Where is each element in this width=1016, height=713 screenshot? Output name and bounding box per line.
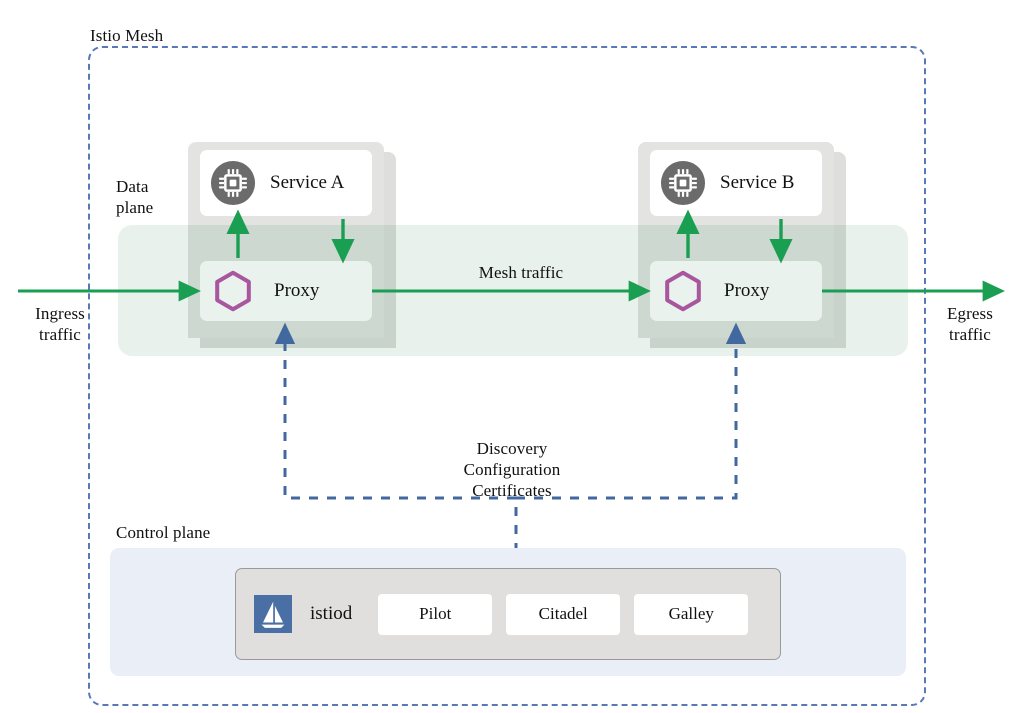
istiod-component-galley[interactable]: Galley xyxy=(634,593,749,635)
egress-traffic-label: Egress traffic xyxy=(947,304,993,344)
ingress-traffic-label: Ingress traffic xyxy=(35,304,85,344)
service-a-card[interactable]: Service A xyxy=(200,150,372,216)
pod-b-proxy-label: Proxy xyxy=(724,280,770,301)
istiod-label: istiod xyxy=(310,603,353,624)
control-plane-label: Control plane xyxy=(116,523,211,542)
service-b-label: Service B xyxy=(720,172,795,193)
control-signals-label: Discovery Configuration Certificates xyxy=(463,439,561,500)
pod-b-proxy-card[interactable]: Proxy xyxy=(650,261,822,321)
chip-icon xyxy=(210,160,256,206)
pod-a-proxy-card[interactable]: Proxy xyxy=(200,261,372,321)
istio-mesh-boundary xyxy=(88,46,926,706)
chip-icon xyxy=(660,160,706,206)
istio-mesh-title: Istio Mesh xyxy=(90,26,164,45)
istiod-component-citadel[interactable]: Citadel xyxy=(506,593,621,635)
service-b-card[interactable]: Service B xyxy=(650,150,822,216)
hexagon-icon xyxy=(660,268,706,314)
service-a-label: Service A xyxy=(270,172,345,193)
pod-a-proxy-label: Proxy xyxy=(274,280,320,301)
istiod-box[interactable]: istiod Pilot Citadel Galley xyxy=(235,568,781,660)
istiod-component-pilot[interactable]: Pilot xyxy=(378,593,493,635)
data-plane-label: Data plane xyxy=(116,177,154,217)
hexagon-icon xyxy=(210,268,256,314)
sailboat-icon xyxy=(254,595,292,633)
mesh-traffic-label: Mesh traffic xyxy=(478,263,564,282)
